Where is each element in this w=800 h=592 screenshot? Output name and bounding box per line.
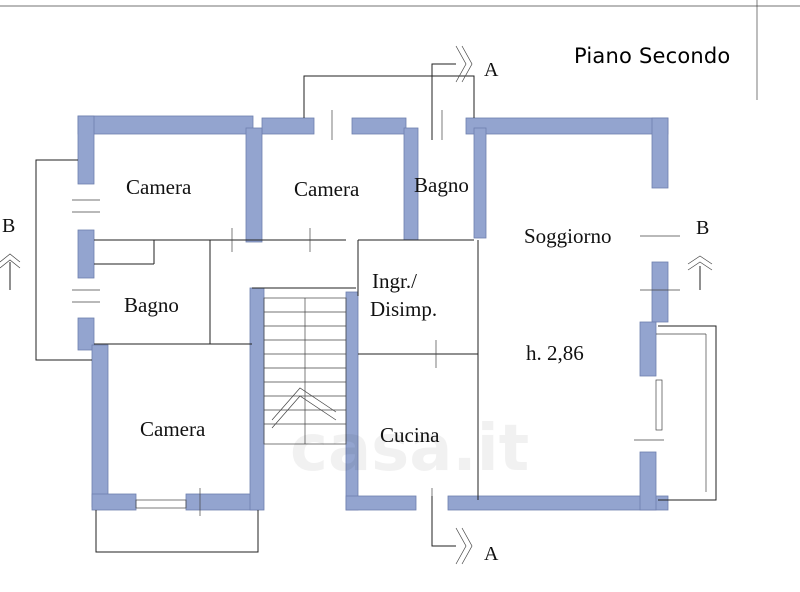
wall-left-upper <box>77 115 95 185</box>
section-b-left-arrow <box>0 253 21 263</box>
section-a <box>431 45 473 565</box>
section-a-top-line <box>431 63 456 140</box>
balcony-top <box>303 75 475 118</box>
section-label-b-right: B <box>696 217 709 239</box>
room-label-camera-nw: Camera <box>126 175 192 199</box>
wall-int-3 <box>473 127 487 239</box>
ceiling-height-label: h. 2,86 <box>526 341 584 365</box>
section-label-a-bottom: A <box>484 543 499 565</box>
balcony-right <box>658 325 717 501</box>
section-b <box>0 253 713 290</box>
wall-left-lower <box>91 344 109 508</box>
room-label-camera-sw: Camera <box>140 417 206 441</box>
wall-right-mid <box>651 261 669 323</box>
section-a-bottom-line <box>431 496 456 547</box>
wall-line-bagno-right <box>153 239 211 344</box>
plan-title: Piano Secondo <box>574 44 731 68</box>
window-sill <box>135 499 187 509</box>
wall-right-lower <box>639 451 657 511</box>
wall-top-right <box>465 117 669 135</box>
section-letters: A A B B <box>2 59 709 565</box>
wall-right-upper <box>651 117 669 189</box>
wall-stair-left <box>249 287 265 511</box>
wall-top-a <box>261 117 315 135</box>
section-a-top-arrow <box>455 45 467 83</box>
stair-arrow <box>271 395 337 429</box>
wall-right-mid2 <box>639 321 657 377</box>
wall-left-mid <box>77 229 95 279</box>
wall-top-b <box>351 117 407 135</box>
window-sill <box>655 379 663 431</box>
wall-bottom-left-b <box>185 493 259 511</box>
openings <box>72 110 680 516</box>
wall-bottom-left-a <box>91 493 137 511</box>
wall-top-left <box>77 115 254 135</box>
wall-int-1 <box>245 127 263 243</box>
projection-left <box>35 159 92 361</box>
section-a-bottom-arrow2 <box>461 527 473 565</box>
room-label-ingresso-1: Ingr./ <box>372 269 417 293</box>
section-label-b-left: B <box>2 215 15 237</box>
terrace-bottom <box>95 510 259 553</box>
section-label-a-top: A <box>484 59 499 81</box>
wall-bottom-kitchen-b <box>447 495 669 511</box>
walls <box>77 115 669 511</box>
room-label-soggiorno: Soggiorno <box>524 224 612 248</box>
room-label-bagno-w: Bagno <box>124 293 179 317</box>
stair-arrow <box>271 387 337 421</box>
section-b-left-arrow2 <box>0 259 21 269</box>
room-label-camera-n: Camera <box>294 177 360 201</box>
section-b-right-arrow2 <box>687 261 713 271</box>
room-labels: Camera Camera Bagno Soggiorno Ingr./ Dis… <box>124 173 612 447</box>
wall-left-mid2 <box>77 317 95 351</box>
section-b-right-arrow <box>687 255 713 265</box>
staircase <box>263 297 347 445</box>
section-a-top-arrow2 <box>461 45 473 83</box>
watermark-logo: casa.it <box>290 412 529 486</box>
interior-lines <box>0 45 717 565</box>
section-a-bottom-arrow <box>455 527 467 565</box>
wall-bottom-kitchen-a <box>345 495 417 511</box>
room-label-bagno-n: Bagno <box>414 173 469 197</box>
room-label-ingresso-2: Disimp. <box>370 297 437 321</box>
room-label-cucina: Cucina <box>380 423 440 447</box>
